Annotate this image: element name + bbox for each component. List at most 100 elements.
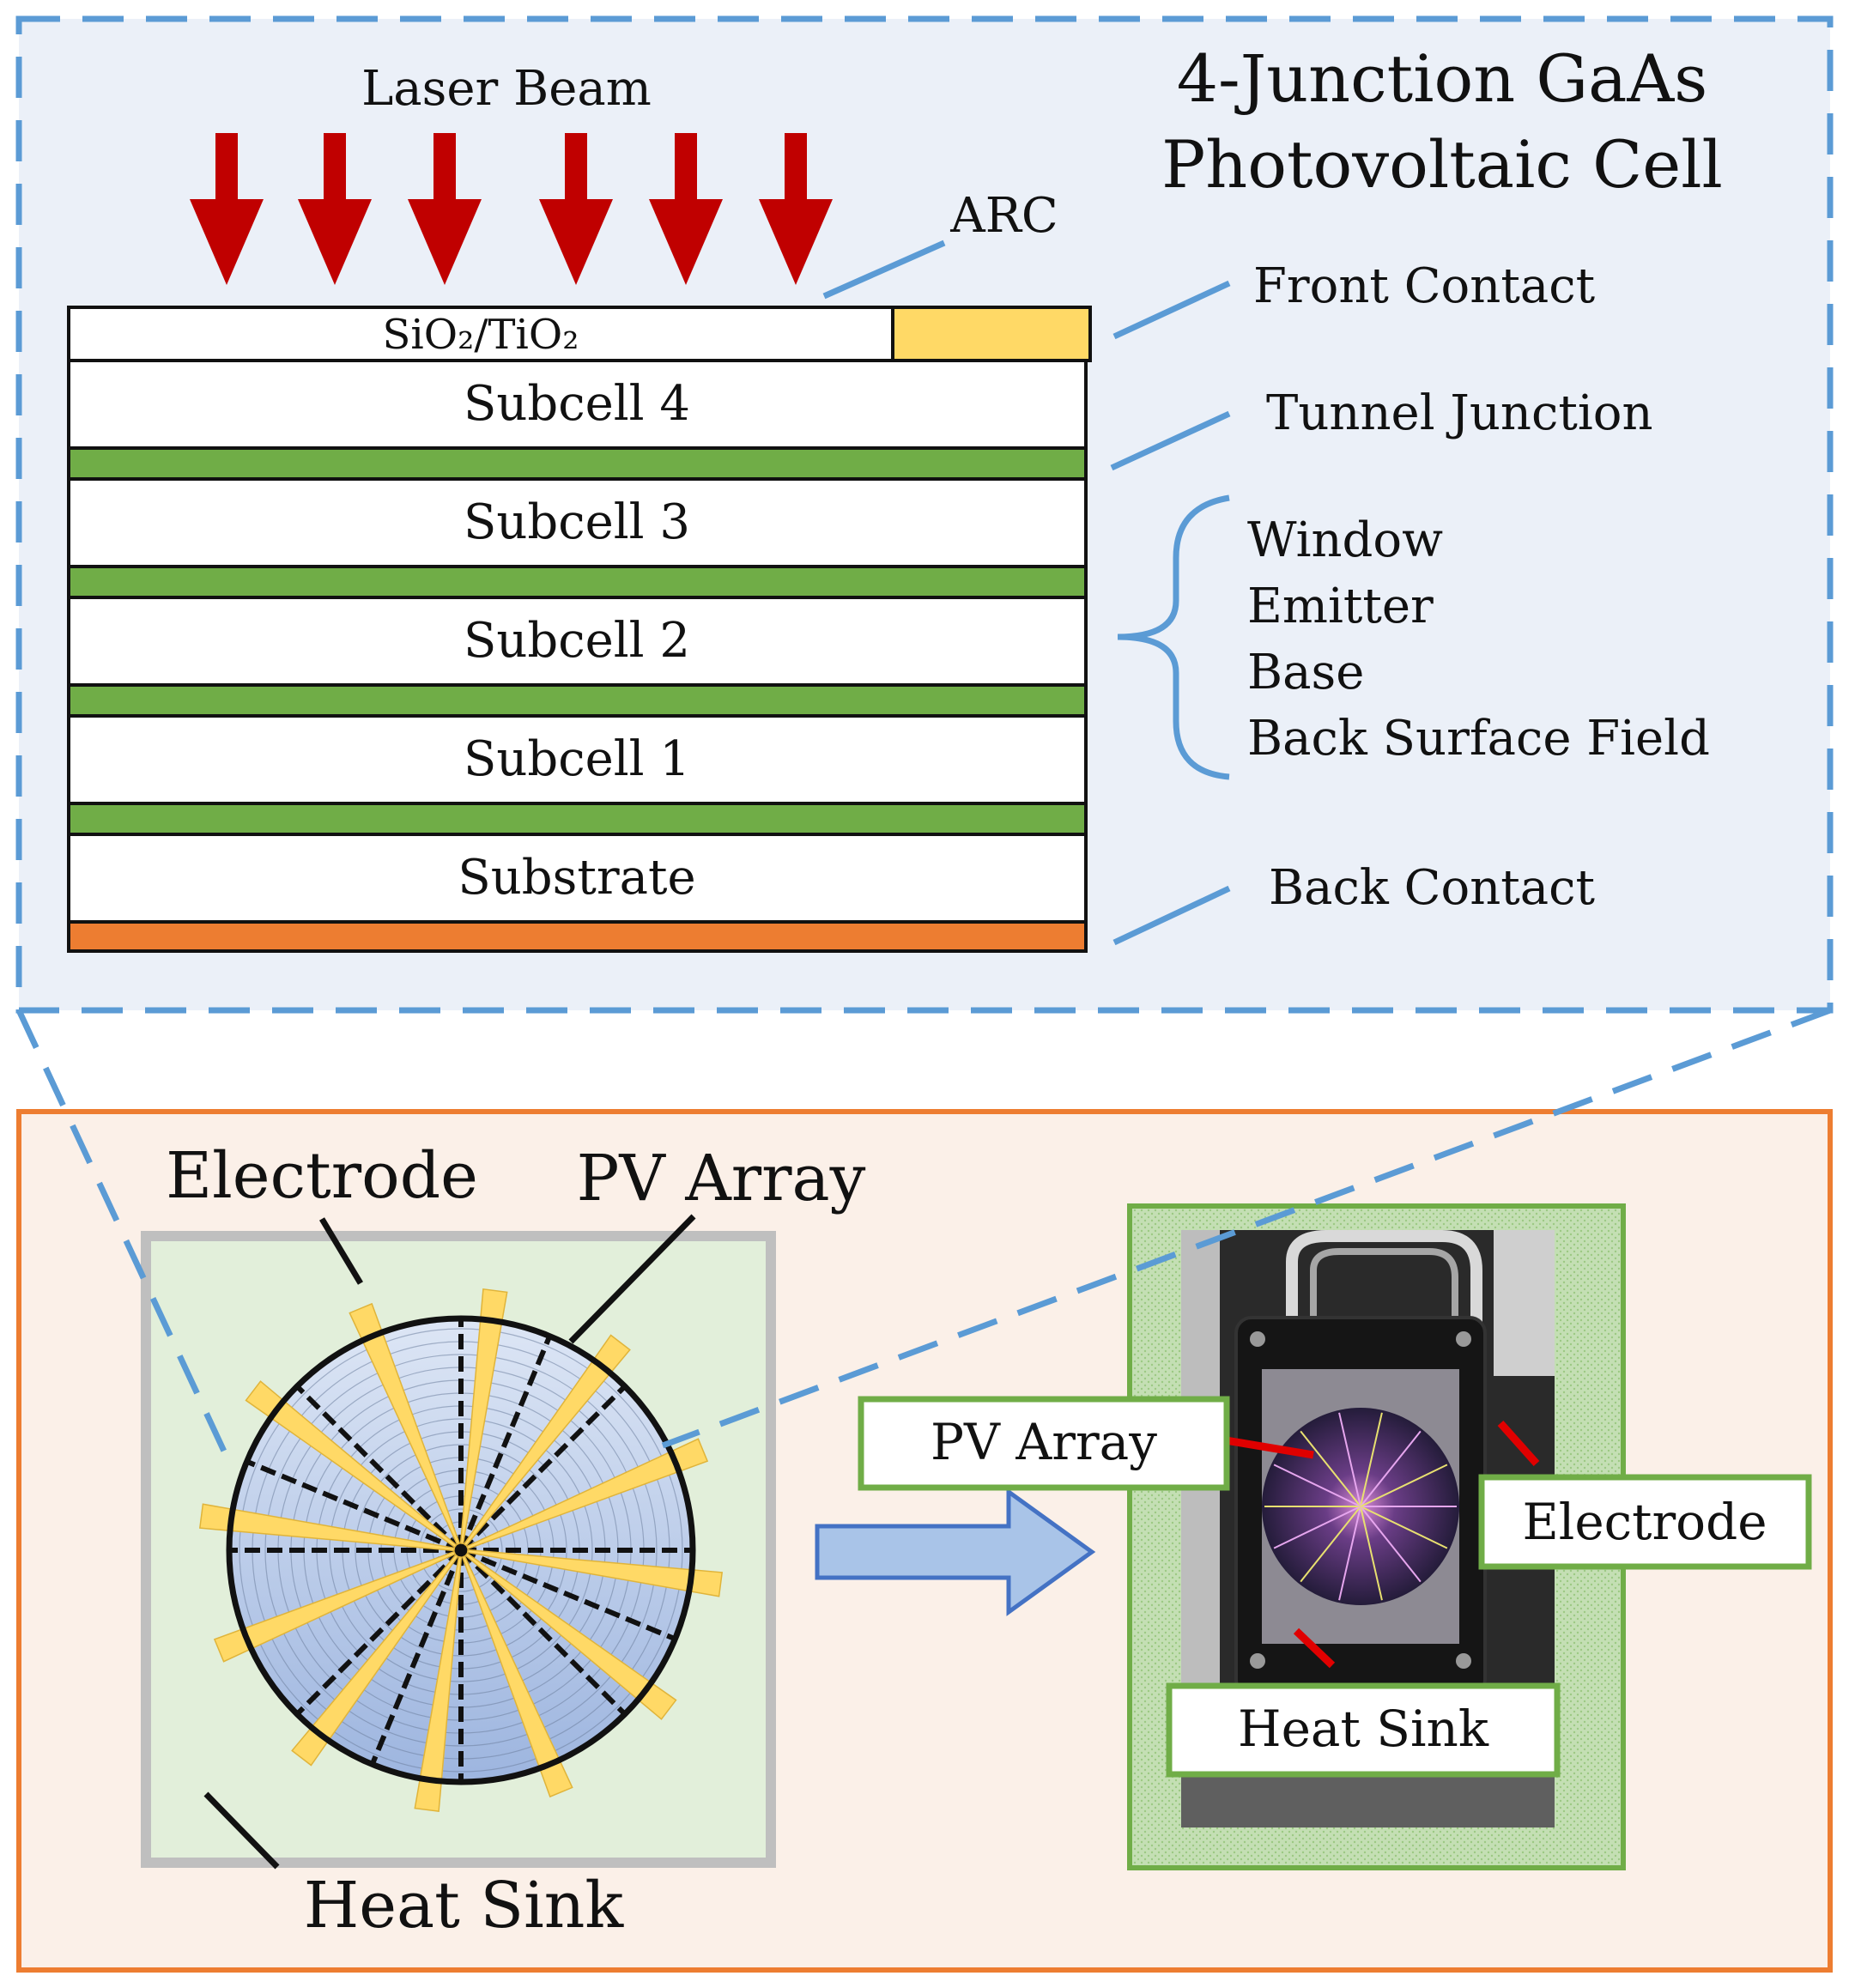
photo-tube-2 <box>1310 1248 1458 1322</box>
tunnel-junction-leader <box>1110 410 1231 471</box>
photo-screw-2 <box>1456 1331 1471 1347</box>
pv-disc-ring <box>329 1418 593 1682</box>
zoom-line-right <box>661 1007 1832 1449</box>
pv-array-disc <box>198 1288 724 1813</box>
photo-electrode-line <box>1338 1506 1361 1601</box>
laser-arrow-5 <box>649 133 723 285</box>
photo-electrode-line <box>1360 1412 1383 1507</box>
photo-electrode-line <box>1360 1464 1448 1507</box>
photo-heat-sink-pointer <box>1293 1627 1336 1669</box>
pv-disc-ring <box>419 1508 503 1592</box>
pv-array-leader <box>568 1214 696 1344</box>
photo-screw-3 <box>1250 1653 1265 1669</box>
photo-tube-1 <box>1286 1230 1482 1322</box>
electrode-finger <box>213 1550 457 1663</box>
pv-disc-spoke <box>294 1548 464 1717</box>
photo-electrode-line <box>1360 1506 1448 1549</box>
subcell-1-layer <box>67 714 1088 805</box>
photo-screw-1 <box>1250 1331 1265 1347</box>
laser-beam-label: Laser Beam <box>361 61 652 117</box>
electrode-finger <box>465 1438 709 1550</box>
pv-disc-outline <box>226 1315 696 1785</box>
back-contact-layer <box>67 920 1088 953</box>
tunnel-junction-label: Tunnel Junction <box>1266 385 1653 441</box>
pv-disc-spoke <box>294 1384 464 1553</box>
laser-arrow-1 <box>190 133 264 285</box>
pv-disc-spoke <box>459 1548 676 1642</box>
photo-heat-sink-label: Heat Sink <box>1238 1700 1489 1758</box>
electrode-finger <box>459 1288 508 1545</box>
electrode-leader <box>318 1217 364 1285</box>
flow-arrow <box>815 1488 1096 1616</box>
photo-pv-array-pointer <box>1225 1436 1314 1459</box>
zoom-lines <box>15 1007 1832 1470</box>
panel-title-line1: 4-Junction GaAs <box>1177 40 1708 117</box>
electrode-finger <box>291 1554 459 1767</box>
photo-electrode-line <box>1300 1506 1361 1583</box>
pv-disc-spoke <box>458 1335 553 1552</box>
electrode-finger <box>466 1549 724 1597</box>
photo-electrode-line <box>1360 1430 1422 1507</box>
electrode-finger <box>198 1503 456 1552</box>
emitter-label: Emitter <box>1247 579 1434 634</box>
electrode-finger <box>245 1380 458 1549</box>
pv-disc-ring <box>355 1444 567 1657</box>
photo-electrode-pointer <box>1497 1421 1540 1466</box>
schematic-electrode-label: Electrode <box>166 1139 478 1213</box>
photo-electrode-line <box>1273 1506 1361 1549</box>
pv-disc-ring <box>239 1328 683 1773</box>
photo-electrode-line <box>1273 1464 1361 1507</box>
tunnel-junction-layer-2 <box>67 565 1088 599</box>
photo-pv-array-box <box>858 1396 1230 1491</box>
subcell-structure-brace <box>1117 494 1230 780</box>
base-label: Base <box>1247 645 1364 700</box>
pv-disc-spoke <box>369 1549 464 1766</box>
electrode-finger <box>464 1552 677 1720</box>
photo-electrode-line <box>1338 1412 1361 1507</box>
top-panel: 4-Junction GaAs Photovoltaic Cell Laser … <box>15 15 1834 1014</box>
bsf-label: Back Surface Field <box>1247 711 1710 767</box>
subcell-4-label: Subcell 4 <box>464 376 690 432</box>
arc-layer-label: SiO₂/TiO₂ <box>383 311 579 359</box>
electrode-finger <box>349 1302 461 1546</box>
pv-disc-ring <box>264 1354 658 1747</box>
photo-electrode-box <box>1478 1474 1812 1570</box>
heat-sink-leader <box>203 1791 280 1870</box>
window-label: Window <box>1247 512 1443 568</box>
substrate-label: Substrate <box>458 850 695 906</box>
laser-arrow-3 <box>408 133 482 285</box>
subcell-3-label: Subcell 3 <box>464 494 690 550</box>
laser-arrow-4 <box>539 133 613 285</box>
bottom-panel: Electrode PV Array Heat Sink <box>16 1109 1833 1973</box>
electrode-fingers <box>198 1288 724 1813</box>
front-contact-label: Front Contact <box>1253 258 1596 314</box>
panel-title-line2: Photovoltaic Cell <box>1161 126 1723 203</box>
photo-electrode-line <box>1360 1506 1422 1583</box>
photo-electrode-line <box>1360 1506 1383 1601</box>
front-contact-leader <box>1112 280 1231 340</box>
photo-wall-right <box>1494 1230 1555 1376</box>
laser-arrows <box>190 133 833 285</box>
front-contact-layer <box>891 306 1092 362</box>
pv-disc-spoke <box>458 1548 627 1717</box>
pv-disc-spoke <box>246 1458 463 1553</box>
arc-layer <box>67 306 894 362</box>
photo-heat-sink-box <box>1166 1682 1561 1778</box>
back-contact-label: Back Contact <box>1269 860 1596 916</box>
photo-electrode-line <box>1300 1430 1361 1507</box>
schematic-pv-array-label: PV Array <box>577 1142 866 1215</box>
photo-screw-4 <box>1456 1653 1471 1669</box>
laser-arrow-2 <box>298 133 372 285</box>
subcell-1-label: Subcell 1 <box>464 731 690 787</box>
photo-pv-array-label: PV Array <box>931 1413 1157 1471</box>
subcell-2-layer <box>67 596 1088 687</box>
zoom-line-left <box>15 1009 235 1470</box>
electrode-finger <box>414 1555 463 1813</box>
electrode-finger <box>463 1334 631 1547</box>
laser-arrow-6 <box>759 133 833 285</box>
tunnel-junction-layer-1 <box>67 446 1088 481</box>
arc-label: ARC <box>949 188 1058 244</box>
tunnel-junction-layer-4 <box>67 802 1088 836</box>
schematic-heat-sink-label: Heat Sink <box>304 1869 625 1943</box>
